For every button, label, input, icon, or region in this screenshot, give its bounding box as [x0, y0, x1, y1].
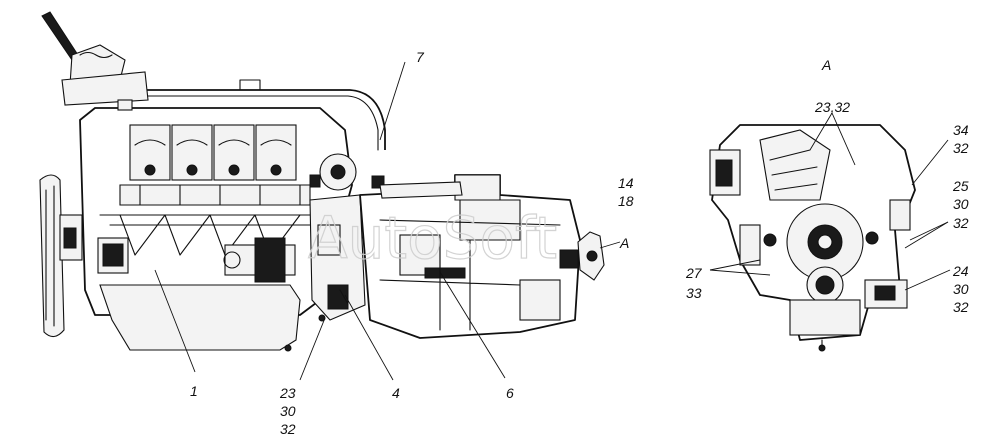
- callout-25-right: 25: [952, 178, 969, 194]
- callout-32-right-c: 32: [953, 299, 969, 315]
- callout-30-left: 30: [280, 403, 296, 419]
- arrow-label-a: A: [619, 235, 629, 251]
- callout-14: 14: [618, 175, 634, 191]
- gearbox: [359, 174, 605, 339]
- callout-32-right-b: 32: [953, 215, 969, 231]
- leader-lines-left: [154, 61, 621, 381]
- callout-4: 4: [392, 385, 400, 401]
- cooling-fan: [39, 174, 83, 338]
- callout-27-right: 27: [685, 265, 703, 281]
- callout-33-right: 33: [686, 285, 702, 301]
- callout-18: 18: [618, 193, 634, 209]
- callout-32-left: 32: [280, 421, 296, 437]
- callout-30-right-a: 30: [953, 196, 969, 212]
- callout-23-32: 23,32: [814, 99, 850, 115]
- engine-block: [79, 79, 386, 352]
- gear-shifter: [41, 11, 149, 111]
- callout-34-right: 34: [953, 122, 969, 138]
- leader-lines-right: [709, 112, 951, 291]
- callout-30-right-b: 30: [953, 281, 969, 297]
- callout-32-right-a: 32: [953, 140, 969, 156]
- turbo-housing: [309, 153, 385, 191]
- callout-6: 6: [506, 385, 514, 401]
- callout-1: 1: [190, 383, 198, 399]
- view-a-title: A: [821, 57, 831, 73]
- view-a-assembly: [709, 124, 916, 352]
- engine-assembly-side-view: [39, 11, 605, 352]
- watermark-text: AutoSoft: [308, 204, 557, 272]
- clutch-housing: [309, 194, 366, 322]
- callout-labels: 7 1 4 6 14 18 A 23 30 32 A 23,32 34 32 2…: [190, 49, 969, 437]
- callout-23-left: 23: [279, 385, 296, 401]
- callout-7: 7: [416, 49, 425, 65]
- callout-24-right: 24: [952, 263, 969, 279]
